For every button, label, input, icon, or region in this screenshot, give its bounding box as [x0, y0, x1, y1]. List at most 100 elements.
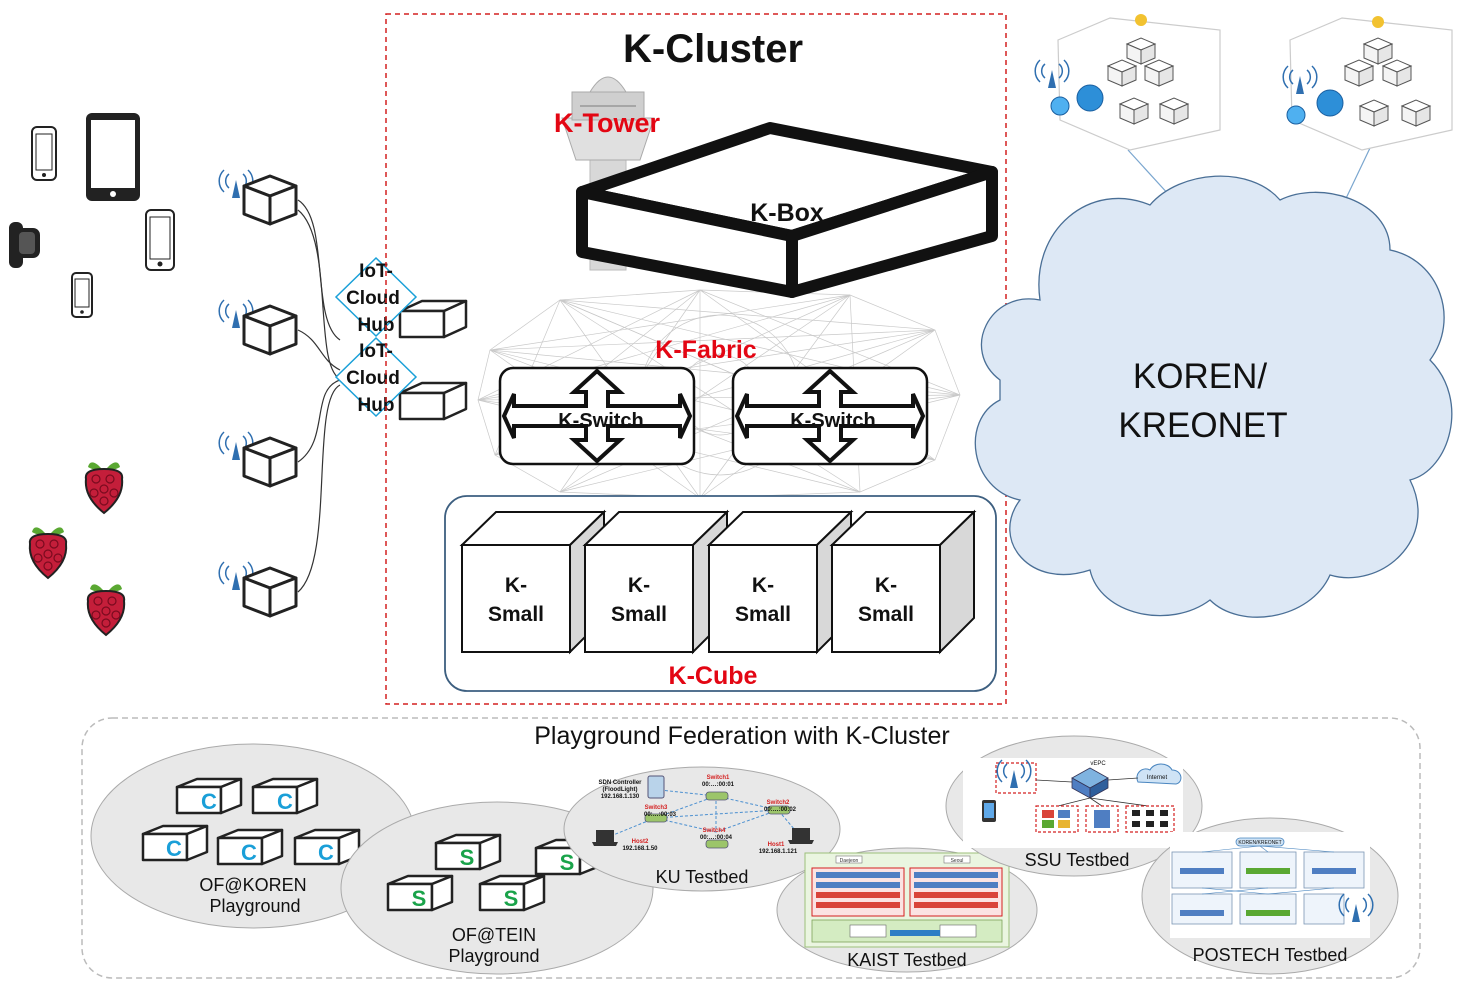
internet-cloud-icon [1136, 763, 1182, 785]
box-letter: C [277, 789, 293, 814]
box-letter: C [201, 789, 217, 814]
k-small: K- Small [706, 509, 854, 655]
server-box-icon [1363, 37, 1393, 65]
k-small-label: Small [611, 603, 667, 626]
raspberry-pi-icon [28, 526, 68, 579]
ku-detail-text: 00:…:00:04 [700, 835, 733, 841]
ku-testbed-topology: SDN Controller (FloodLight) 192.168.1.13… [592, 775, 814, 855]
ku-detail-text: Switch2 [767, 800, 790, 806]
server-box-icon [1126, 37, 1156, 65]
k-small: K- Small [582, 509, 730, 655]
network-label: KOREN/ [1133, 357, 1267, 396]
globe-icon [1316, 89, 1344, 117]
switch-icon [705, 839, 729, 849]
hub-box-icon [398, 381, 468, 421]
kaist-testbed-diagram: Daejeon Seoul [804, 852, 1010, 948]
raspberry-pi-icon [84, 461, 124, 514]
postech-testbed-diagram: KOREN/KREONET [1170, 832, 1374, 938]
ku-detail-text: Switch4 [703, 828, 726, 834]
iot-links [297, 199, 343, 593]
hub-label: IoT- Cloud Hub [346, 341, 400, 416]
hub-diamond [334, 336, 418, 418]
box-letter: S [560, 850, 575, 875]
server-box-icon [1359, 99, 1389, 127]
smartphone-icon [71, 272, 93, 318]
box-letter: S [412, 886, 427, 911]
tein-playground-label: Playground [448, 946, 539, 966]
box-letter: S [504, 886, 519, 911]
hub-label-line: Cloud [346, 288, 400, 309]
k-cluster-title: K-Cluster [623, 27, 803, 71]
raspberry-pi-icon [86, 583, 126, 636]
k-small-label: K- [505, 574, 527, 597]
koren-playground-label: OF@KOREN [199, 875, 306, 895]
server-box-icon [1382, 59, 1412, 87]
cube-icon [242, 304, 298, 356]
cloud-link [1127, 149, 1171, 197]
ssu-detail-text: Internet [1147, 775, 1168, 781]
iot-node [218, 561, 298, 618]
ku-testbed-label: KU Testbed [656, 867, 749, 887]
k-small-label: Small [858, 603, 914, 626]
koren-cloud [974, 175, 1453, 618]
globe-icon [1050, 96, 1070, 116]
server-box-icon [1401, 99, 1431, 127]
operator-icon [1372, 16, 1384, 28]
k-small-label: K- [752, 574, 774, 597]
ku-detail-text: 00:…:00:02 [764, 807, 797, 813]
ku-detail-text: Host2 [632, 839, 649, 845]
k-small-label: Small [735, 603, 791, 626]
cube-icon [242, 566, 298, 618]
laptop-icon [788, 828, 814, 844]
k-tower-label: K-Tower [554, 108, 660, 138]
federation-title: Playground Federation with K-Cluster [534, 722, 949, 750]
ku-detail-text: 00:…:00:01 [702, 782, 735, 788]
koren-playground-boxes: C C C C C [141, 777, 361, 866]
switch-icon [644, 813, 668, 823]
ku-testbed-ellipse [563, 766, 841, 892]
network-label: KREONET [1118, 406, 1287, 445]
kaist-detail-text: Seoul [951, 858, 964, 864]
ku-detail-text: 00:…:00:03 [644, 812, 677, 818]
globe-icon [1286, 105, 1306, 125]
iot-cloud-hubs: IoT- Cloud Hub IoT- Cloud Hub [334, 256, 468, 421]
k-fabric-label: K-Fabric [655, 336, 757, 364]
k-box-label: K-Box [750, 199, 824, 227]
k-small-label: Small [488, 603, 544, 626]
server-box-icon [1119, 97, 1149, 125]
hub-label-line: IoT- [359, 341, 393, 362]
ku-detail-text: (FloodLight) [603, 787, 638, 793]
ku-detail-text: Switch1 [707, 775, 730, 781]
postech-testbed-label: POSTECH Testbed [1193, 945, 1348, 965]
ssu-testbed-diagram: vEPC Internet [963, 758, 1183, 848]
mobile-devices [9, 113, 175, 318]
k-small: K- Small [459, 509, 607, 655]
smartphone-icon [31, 126, 57, 181]
kaist-testbed-label: KAIST Testbed [847, 950, 966, 970]
iot-node [218, 169, 298, 226]
ku-detail-text: 192.168.1.121 [759, 849, 798, 855]
switch-arrows-icon [734, 368, 926, 464]
k-small: K- Small [829, 509, 977, 655]
smartx-box-cluster [1282, 16, 1453, 151]
ku-detail-text: Switch3 [645, 805, 668, 811]
hub-diamond [334, 256, 418, 338]
raspberry-pi-devices [28, 461, 126, 636]
tablet-icon [86, 113, 140, 201]
hub-label-line: IoT- [359, 261, 393, 282]
ku-detail-text: 192.168.1.130 [601, 794, 640, 800]
box-letter: C [166, 836, 182, 861]
koren-playground-label: Playground [209, 896, 300, 916]
cube-icon [242, 436, 298, 488]
tein-playground-boxes: S S S S [386, 833, 602, 912]
kaist-detail-text: Daejeon [840, 858, 859, 864]
hub-label: IoT- Cloud Hub [346, 261, 400, 336]
hub-label-line: Cloud [346, 368, 400, 389]
k-cube-label: K-Cube [669, 662, 758, 690]
server-box-icon [1159, 97, 1189, 125]
switch-icon [705, 791, 729, 801]
laptop-icon [592, 830, 618, 846]
smartwatch-icon [9, 222, 40, 268]
hub-label-line: Hub [358, 395, 395, 416]
